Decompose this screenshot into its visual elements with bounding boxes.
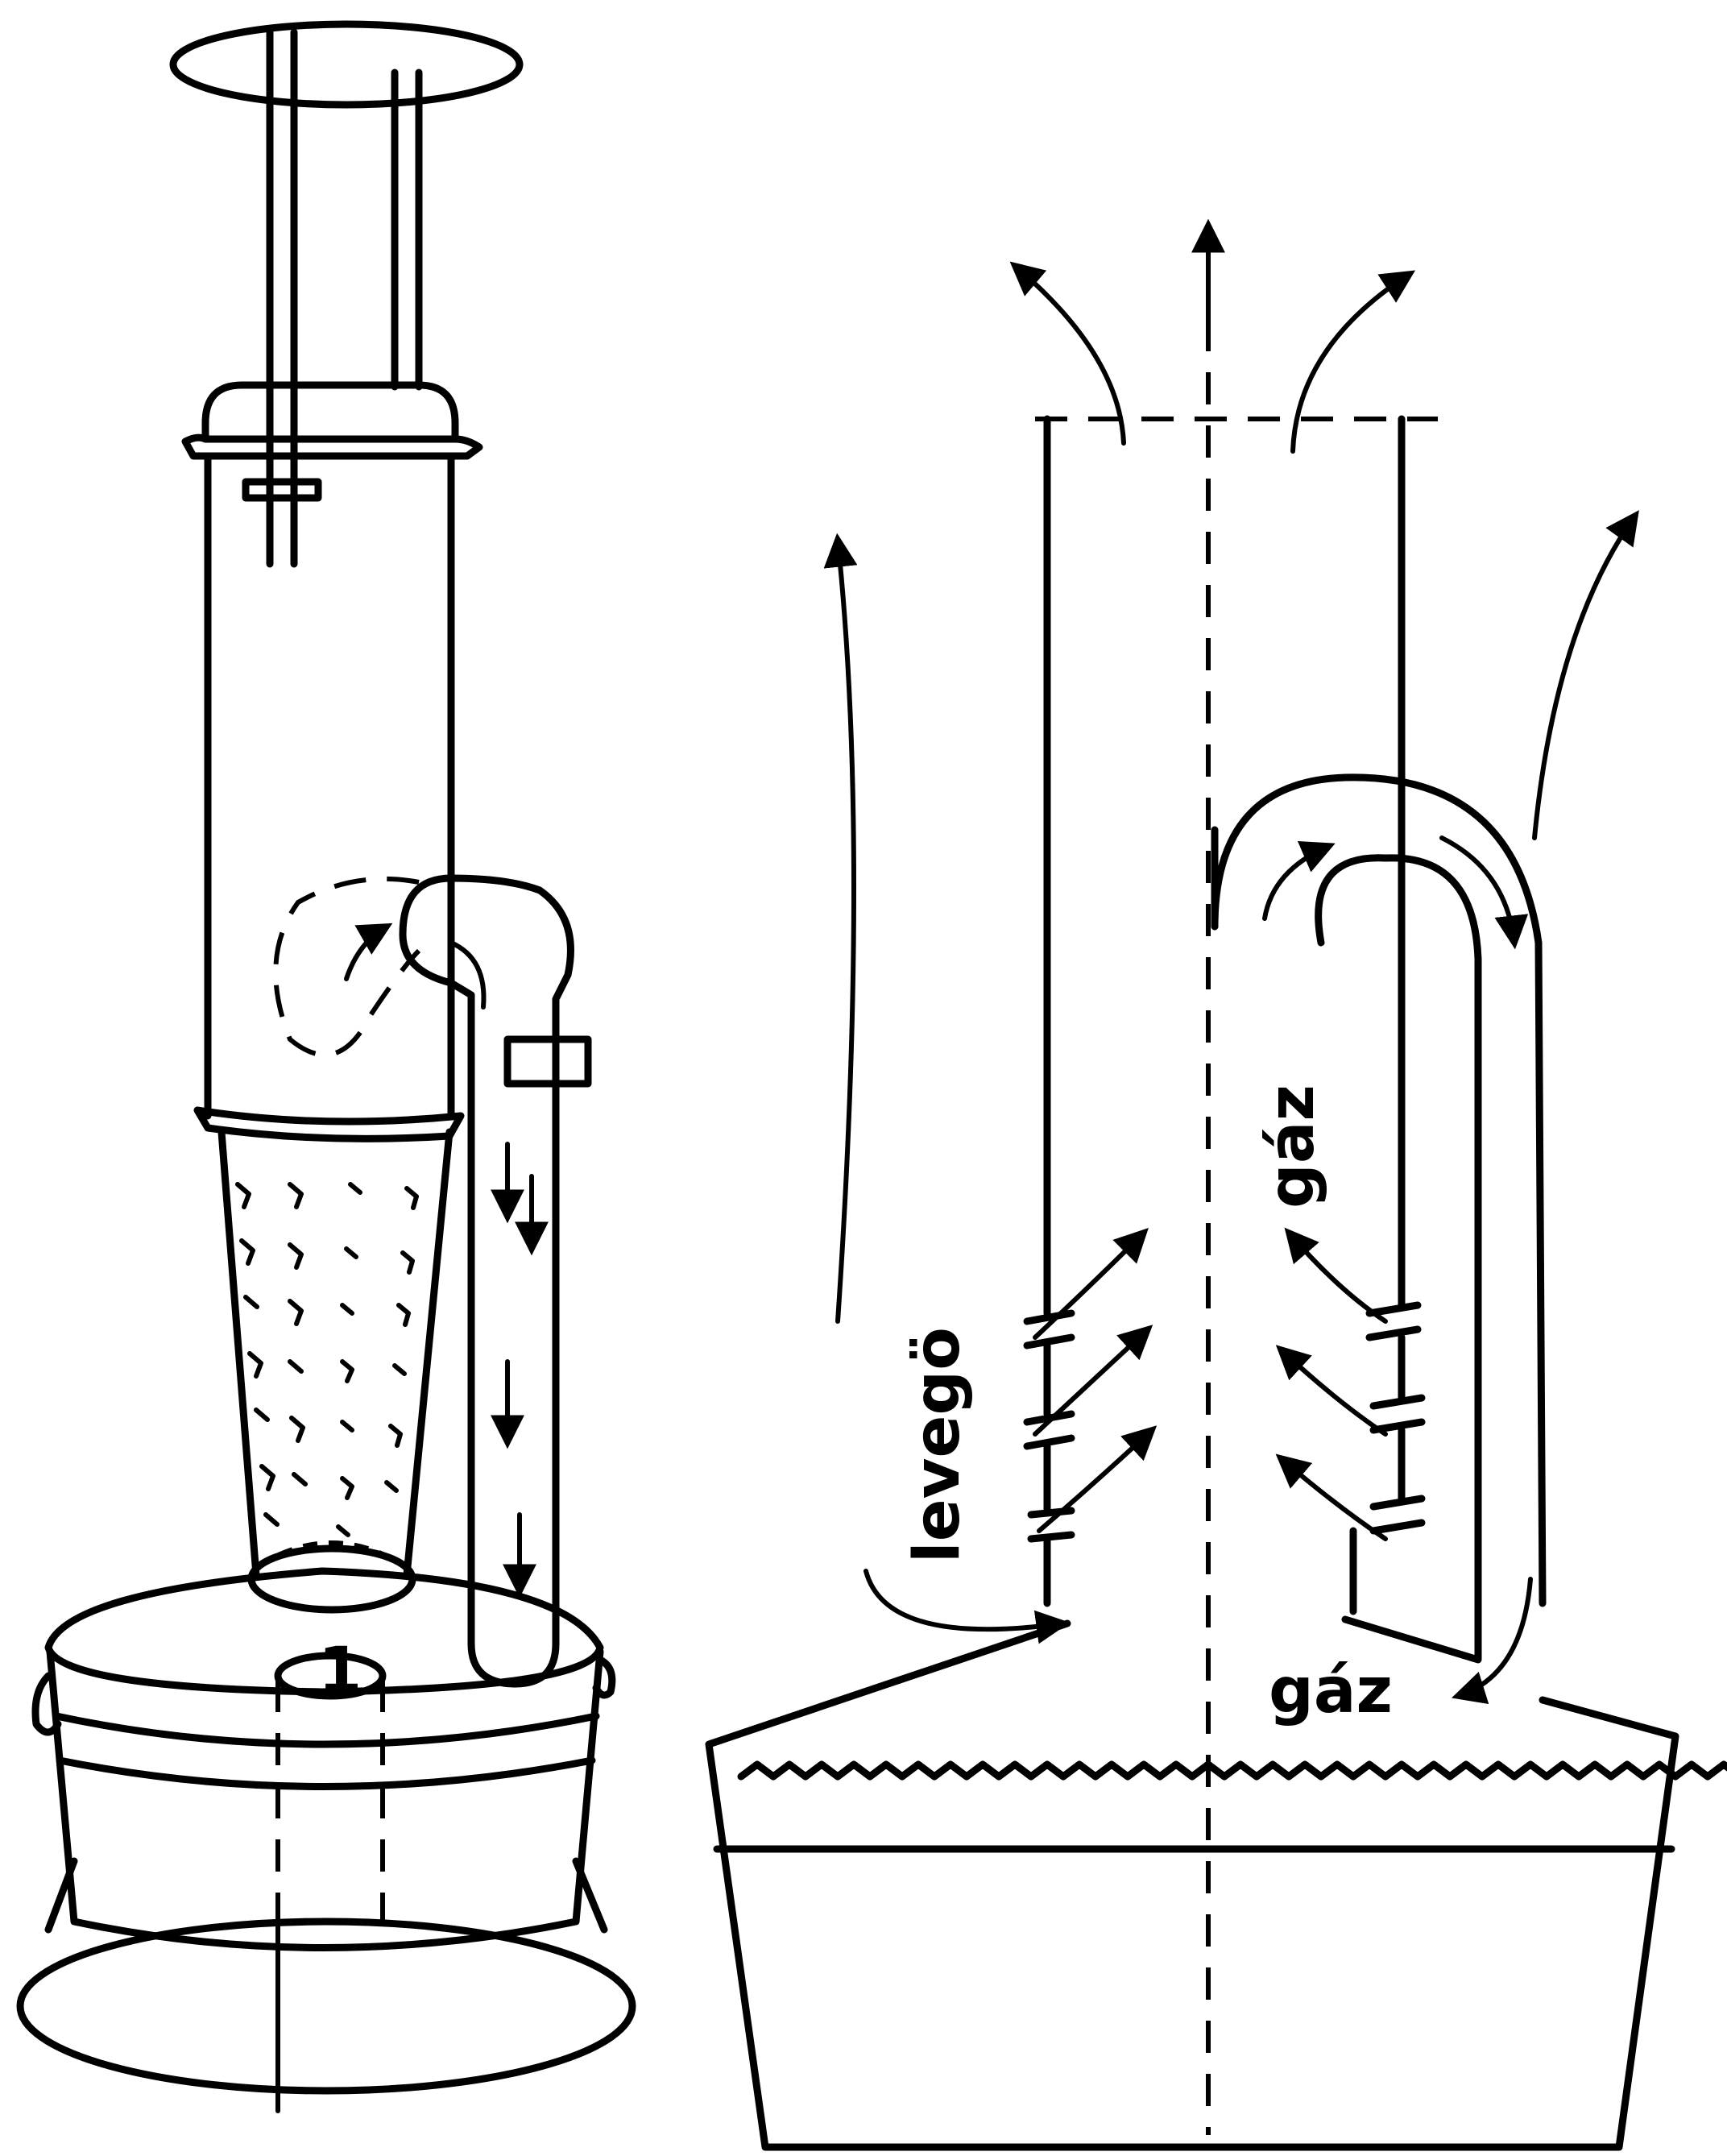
top-disc (169, 20, 524, 109)
gas-pipe-inner (449, 940, 487, 1010)
gas-inlet-slits-right (1349, 1241, 1426, 1615)
zigzag-level (737, 1760, 1727, 1781)
u-tube-outer (1211, 773, 1547, 1607)
base-plate (16, 1918, 636, 2095)
burner-mark: 1 (318, 1635, 362, 1707)
tub-handle-right (592, 1656, 616, 1699)
burner-top (274, 1652, 387, 1700)
tub-band-1 (52, 1712, 600, 1748)
u-tube-inner (1315, 854, 1482, 1664)
air-label: levegö (901, 1327, 974, 1563)
tub-lid (44, 1567, 604, 1696)
air-flow-arrows (1033, 1228, 1158, 1533)
perforated-cone (217, 1128, 453, 1579)
gas-flow-arrows (1262, 835, 1533, 1704)
cross-section-schematic: levegö gáz gáz (705, 218, 1727, 2151)
tub-legs (44, 1857, 608, 1934)
left-rod (266, 28, 298, 568)
tub-band-2 (56, 1756, 596, 1790)
container-outline (705, 1619, 1679, 2151)
cap-band (181, 433, 483, 460)
cone-bottom-hidden (255, 1540, 408, 1569)
pipe-flow-arrows (491, 1142, 549, 1598)
pipe-clamp (503, 1035, 592, 1088)
right-rod (391, 68, 423, 391)
internal-flow-dashed (273, 876, 421, 1058)
column-band (193, 1106, 465, 1142)
column-cap (201, 381, 459, 443)
gas-label-vertical: gáz (1256, 1084, 1328, 1209)
gas-generator-drawing: 1 (16, 20, 636, 2113)
burner-tube-hidden (275, 1680, 385, 1926)
internal-flow-arrow (344, 923, 393, 981)
air-inlet-slits-left (1023, 1241, 1075, 1607)
column-body (204, 452, 455, 1120)
outer-air-arrows (823, 261, 1639, 1644)
cone-holes (235, 1182, 419, 1537)
tub-handle-left (31, 1672, 62, 1736)
gas-pipe (399, 874, 574, 1688)
gas-label-horizontal: gáz (1269, 1655, 1393, 1727)
rod-clip (242, 478, 322, 502)
